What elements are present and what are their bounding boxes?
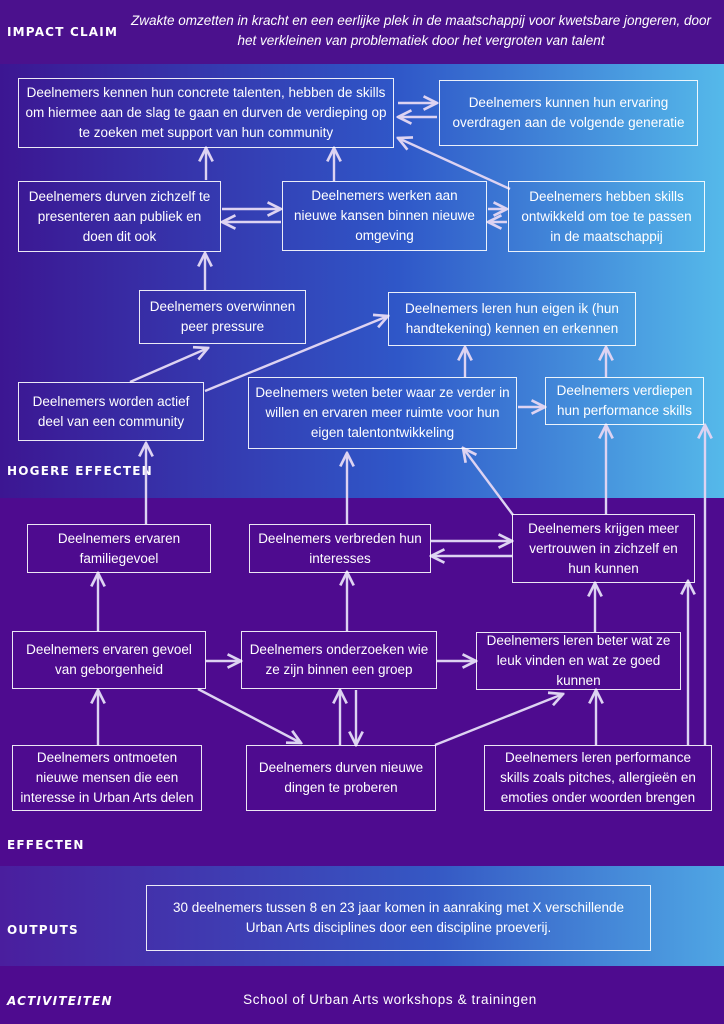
box-outputs: 30 deelnemers tussen 8 en 23 jaar komen … xyxy=(146,885,651,951)
box-geborgenheid: Deelnemers ervaren gevoel van geborgenhe… xyxy=(12,631,206,689)
section-label-outputs: OUTPUTS xyxy=(7,923,79,937)
box-ervaring: Deelnemers kunnen hun ervaring overdrage… xyxy=(439,80,698,146)
box-performance-verdiepen: Deelnemers verdiepen hun performance ski… xyxy=(545,377,704,425)
section-label-higher-effects: HOGERE EFFECTEN xyxy=(7,464,153,478)
box-familiegevoel: Deelnemers ervaren familiegevoel xyxy=(27,524,211,573)
box-onderzoeken: Deelnemers onderzoeken wie ze zijn binne… xyxy=(241,631,437,689)
impact-claim-text: Zwakte omzetten in kracht en een eerlijk… xyxy=(130,13,712,48)
box-performance-leren: Deelnemers leren performance skills zoal… xyxy=(484,745,712,811)
box-talenten: Deelnemers kennen hun concrete talenten,… xyxy=(18,78,394,148)
impact-claim-band xyxy=(0,0,724,64)
box-leuk-vinden: Deelnemers leren beter wat ze leuk vinde… xyxy=(476,632,681,690)
box-ontmoeten: Deelnemers ontmoeten nieuwe mensen die e… xyxy=(12,745,202,811)
section-label-effects: EFFECTEN xyxy=(7,838,85,852)
box-weten-beter: Deelnemers weten beter waar ze verder in… xyxy=(248,377,517,449)
box-interesses: Deelnemers verbreden hun interesses xyxy=(249,524,431,573)
outputs-band xyxy=(0,866,724,966)
section-label-impact-claim: IMPACT CLAIM xyxy=(7,25,119,39)
activities-band xyxy=(0,966,724,1024)
box-skills-maatschappij: Deelnemers hebben skills ontwikkeld om t… xyxy=(508,181,705,252)
section-label-activities: ACTIVITEITEN xyxy=(7,994,113,1008)
box-kansen: Deelnemers werken aan nieuwe kansen binn… xyxy=(282,181,487,251)
box-eigen-ik: Deelnemers leren hun eigen ik (hun handt… xyxy=(388,292,636,346)
box-community: Deelnemers worden actief deel van een co… xyxy=(18,382,204,441)
box-vertrouwen: Deelnemers krijgen meer vertrouwen in zi… xyxy=(512,514,695,583)
effects-band xyxy=(0,498,724,866)
box-peer-pressure: Deelnemers overwinnen peer pressure xyxy=(139,290,306,344)
box-durven-nieuwe: Deelnemers durven nieuwe dingen te probe… xyxy=(246,745,436,811)
box-presenteren: Deelnemers durven zichzelf te presentere… xyxy=(18,181,221,252)
activities-text: School of Urban Arts workshops & trainin… xyxy=(243,992,537,1007)
